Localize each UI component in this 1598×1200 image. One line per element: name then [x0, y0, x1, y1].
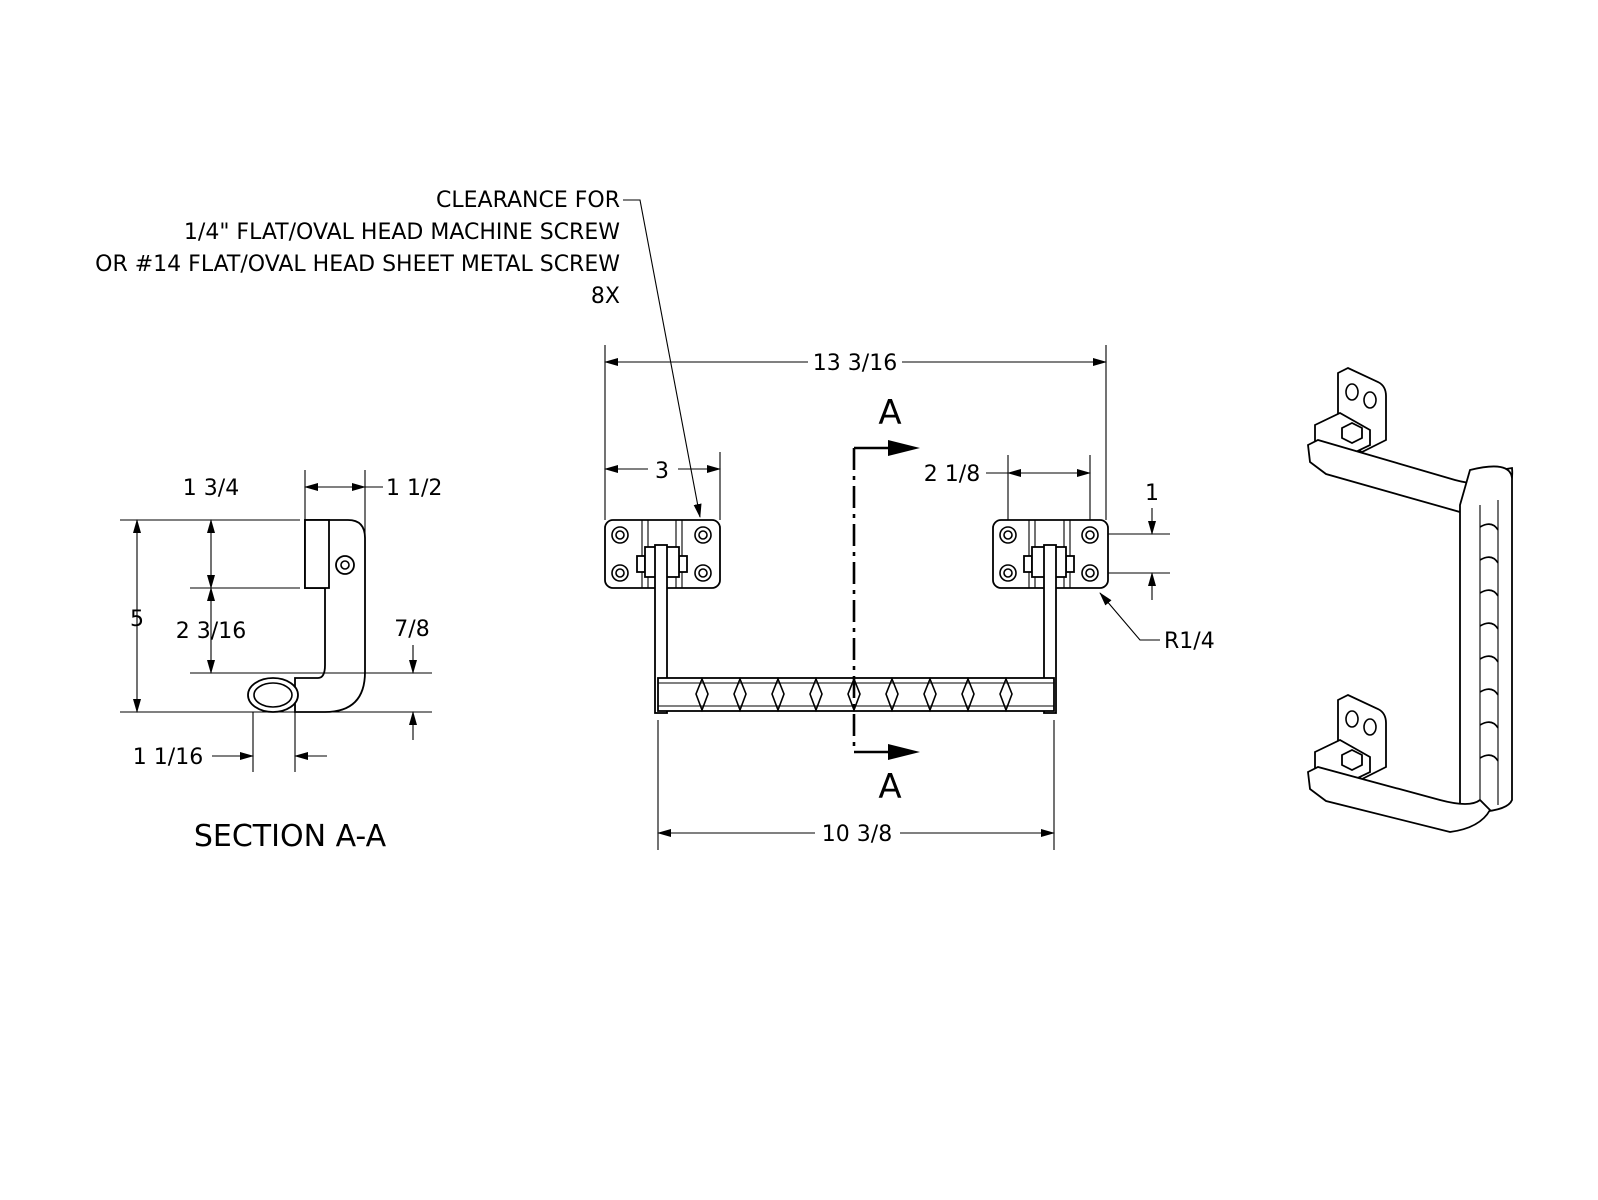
iso-tread-mark — [1479, 754, 1499, 762]
note-leader-line — [623, 199, 702, 518]
mount-hole — [1081, 526, 1099, 544]
section-view: 1 1/2 1 3/4 2 3/16 5 7/8 1 1/16 SECTION … — [120, 470, 442, 854]
tread-diamond — [771, 676, 785, 713]
front-view: 13 3/16 3 2 1/8 1 R1/4 — [604, 345, 1215, 850]
tread-pattern — [695, 676, 1013, 713]
mount-hole — [611, 564, 629, 582]
dim-hole-spacing-h: 2 1/8 — [924, 462, 980, 487]
note-line-1: CLEARANCE FOR — [436, 188, 620, 213]
section-bolt-inner — [340, 560, 350, 570]
dim-5: 5 — [130, 607, 144, 632]
tread-diamond — [885, 676, 899, 713]
iso-tread-mark — [1479, 523, 1499, 531]
mount-hole — [694, 526, 712, 544]
tread-diamond — [923, 676, 937, 713]
mount-hole-inner — [615, 568, 625, 578]
mount-hole-inner — [1085, 568, 1095, 578]
nut — [678, 555, 688, 573]
section-title: SECTION A-A — [194, 819, 387, 854]
iso-hole — [1363, 391, 1377, 409]
dim-1-1-16: 1 1/16 — [133, 745, 203, 770]
isometric-view — [1307, 367, 1514, 833]
iso-tread-mark — [1479, 721, 1499, 729]
section-bolt — [335, 555, 355, 575]
iso-tread-mark — [1479, 556, 1499, 564]
dim-7-8: 7/8 — [394, 617, 429, 642]
mount-hole-inner — [698, 568, 708, 578]
bolt-head — [636, 555, 646, 573]
tread-diamond — [999, 676, 1013, 713]
dim-hole-spacing-v: 1 — [1145, 481, 1159, 506]
section-bar-inner — [253, 682, 293, 708]
section-arrow-bottom-head — [888, 744, 920, 760]
iso-hole — [1345, 383, 1359, 401]
dim-1-1-2: 1 1/2 — [386, 476, 442, 501]
section-label-bottom: A — [878, 767, 901, 807]
iso-tread-mark — [1479, 589, 1499, 597]
tread-diamond — [733, 676, 747, 713]
dim-mount-width: 3 — [655, 459, 669, 484]
mount-hole-inner — [1085, 530, 1095, 540]
tread-diamond — [809, 676, 823, 713]
mount-hole — [999, 526, 1017, 544]
left-arm — [654, 544, 668, 714]
iso-bottom-bolt — [1341, 748, 1363, 772]
mount-hole — [694, 564, 712, 582]
iso-tread — [1479, 523, 1499, 762]
mount-hole-inner — [698, 530, 708, 540]
nut — [1065, 555, 1075, 573]
iso-hole — [1345, 710, 1359, 728]
note-line-4: 8X — [591, 284, 620, 309]
mount-hole-inner — [615, 530, 625, 540]
radius-leader — [1099, 592, 1160, 641]
iso-tread-mark — [1479, 622, 1499, 630]
section-arrow-top-head — [888, 440, 920, 456]
note-line-3: OR #14 FLAT/OVAL HEAD SHEET METAL SCREW — [95, 252, 620, 277]
section-label-top: A — [878, 393, 901, 433]
iso-bottom-arm — [1307, 766, 1492, 833]
note-line-2: 1/4" FLAT/OVAL HEAD MACHINE SCREW — [184, 220, 620, 245]
tread-diamond — [847, 676, 861, 713]
dim-2-3-16: 2 3/16 — [176, 619, 246, 644]
iso-tread-mark — [1479, 688, 1499, 696]
iso-tread-mark — [1479, 655, 1499, 663]
iso-step-bar — [1459, 465, 1513, 813]
section-mount-plate — [304, 519, 330, 589]
mount-hole — [611, 526, 629, 544]
iso-top-bolt — [1341, 421, 1363, 445]
mount-hole — [1081, 564, 1099, 582]
mount-hole-inner — [1003, 568, 1013, 578]
right-arm — [1043, 544, 1057, 714]
tread-diamond — [961, 676, 975, 713]
mount-hole-inner — [1003, 530, 1013, 540]
dim-corner-radius: R1/4 — [1164, 629, 1215, 654]
bolt-head — [1023, 555, 1033, 573]
dim-1-3-4: 1 3/4 — [183, 476, 239, 501]
dim-overall-width: 13 3/16 — [813, 351, 897, 376]
iso-hole — [1363, 718, 1377, 736]
mount-hole — [999, 564, 1017, 582]
clearance-note: CLEARANCE FOR 1/4" FLAT/OVAL HEAD MACHIN… — [95, 188, 702, 518]
dim-bar-length: 10 3/8 — [822, 822, 892, 847]
tread-diamond — [695, 676, 709, 713]
